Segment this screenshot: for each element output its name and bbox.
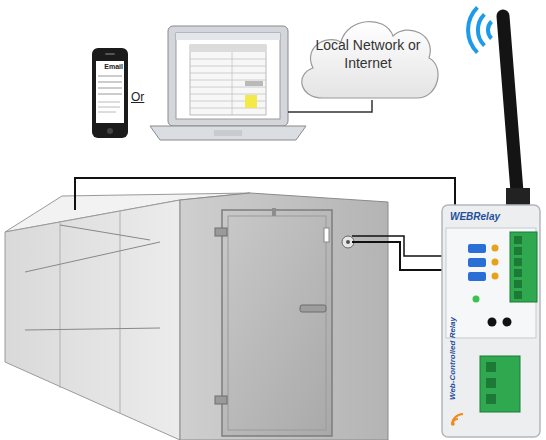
web-relay-hardware-part [473,296,480,303]
network-link [288,100,372,112]
node-text: Web-Controlled Relay [448,317,457,400]
walk-in-cooler-part [324,228,329,242]
smartphone-part [96,61,124,123]
web-relay-hardware-part [468,272,486,281]
laptop-part [190,73,266,74]
walk-in-cooler-part [25,328,160,330]
web-relay-hardware-part [514,280,522,288]
walk-in-cooler-part [346,240,350,244]
web-relay-hardware-part [488,318,497,327]
web-relay-hardware-part [486,362,496,372]
laptop-part [190,94,266,95]
smartphone-part [98,88,122,89]
web-relay-hardware-part [486,394,496,404]
web-relay-hardware-part [468,244,486,253]
laptop-part [176,33,280,119]
laptop-part [176,33,280,40]
laptop-part [190,80,266,81]
smartphone-part [98,107,120,108]
walk-in-cooler-part [228,216,326,430]
walk-in-cooler-part [120,211,121,414]
web-relay-hardware-part [514,236,522,244]
cloud-outline [302,22,438,98]
node-text: Email [104,63,123,70]
network-link-part [288,100,372,112]
wireless-signal [468,7,491,52]
web-relay-hardware-part [446,228,536,338]
web-relay-hardware-part [492,259,499,266]
wireless-signal-part [478,14,484,45]
web-relay-hardware-part [468,258,486,267]
web-relay-hardware-part [503,318,512,327]
walk-in-cooler-part [215,228,227,236]
laptop-part [190,66,266,67]
web-relay-hardware-part [442,205,540,437]
web-relay-hardware-part [492,245,499,252]
or-label: Or [131,90,144,104]
antenna [503,16,530,210]
walk-in-cooler-part [300,305,326,312]
web-relay-hardware-part [452,414,463,425]
smartphone-part [107,128,113,134]
walk-in-cooler-part [5,200,180,440]
node-text: WEBRelay [450,211,500,222]
web-relay-hardware-part [492,273,499,280]
antenna-part [503,16,517,192]
laptop-part [168,26,288,126]
laptop-part [150,126,306,140]
web-relay-hardware-part [480,356,520,412]
laptop-part [232,52,233,115]
web-relay-hardware-part [510,232,537,302]
laptop-part [190,59,266,60]
smartphone [92,48,128,138]
network-cloud: Local Network or Internet [293,12,443,102]
web-relay-hardware-part [514,269,522,277]
walk-in-cooler [5,193,388,440]
laptop-part [190,87,266,88]
phone-screen: Email [96,61,124,123]
walk-in-cooler-part [25,242,160,272]
walk-in-cooler-part [222,210,332,436]
web-relay-device: WEBRelayWeb-Controlled Relay [442,205,540,437]
web-relay-hardware-part [451,422,455,426]
smartphone-part [98,76,122,77]
walk-in-cooler-part [180,193,388,440]
smartphone-part [98,82,122,83]
smartphone-part [98,102,120,103]
web-relay-hardware-part [514,247,522,255]
web-relay-hardware-part [514,291,522,299]
laptop-part [190,45,266,52]
wireless-signal-part [488,22,492,39]
web-relay-hardware-part [486,378,496,388]
laptop-part [245,95,257,108]
laptop-part [245,81,263,86]
smartphone-part [92,48,128,138]
smartphone-part [98,112,116,113]
smartphone-part [105,53,115,55]
web-relay-hardware-part [514,258,522,266]
walk-in-cooler-part [60,225,150,240]
node-text: Local Network or Internet [315,36,421,72]
walk-in-cooler-part [272,208,276,216]
walk-in-cooler-part [215,396,227,404]
wireless-signal-part [468,7,477,52]
laptop-part [190,45,266,115]
web-relay-hardware [442,205,540,437]
walk-in-cooler-part [60,222,61,388]
smartphone-part [98,94,122,95]
laptop-part [214,130,242,136]
laptop [150,26,306,140]
